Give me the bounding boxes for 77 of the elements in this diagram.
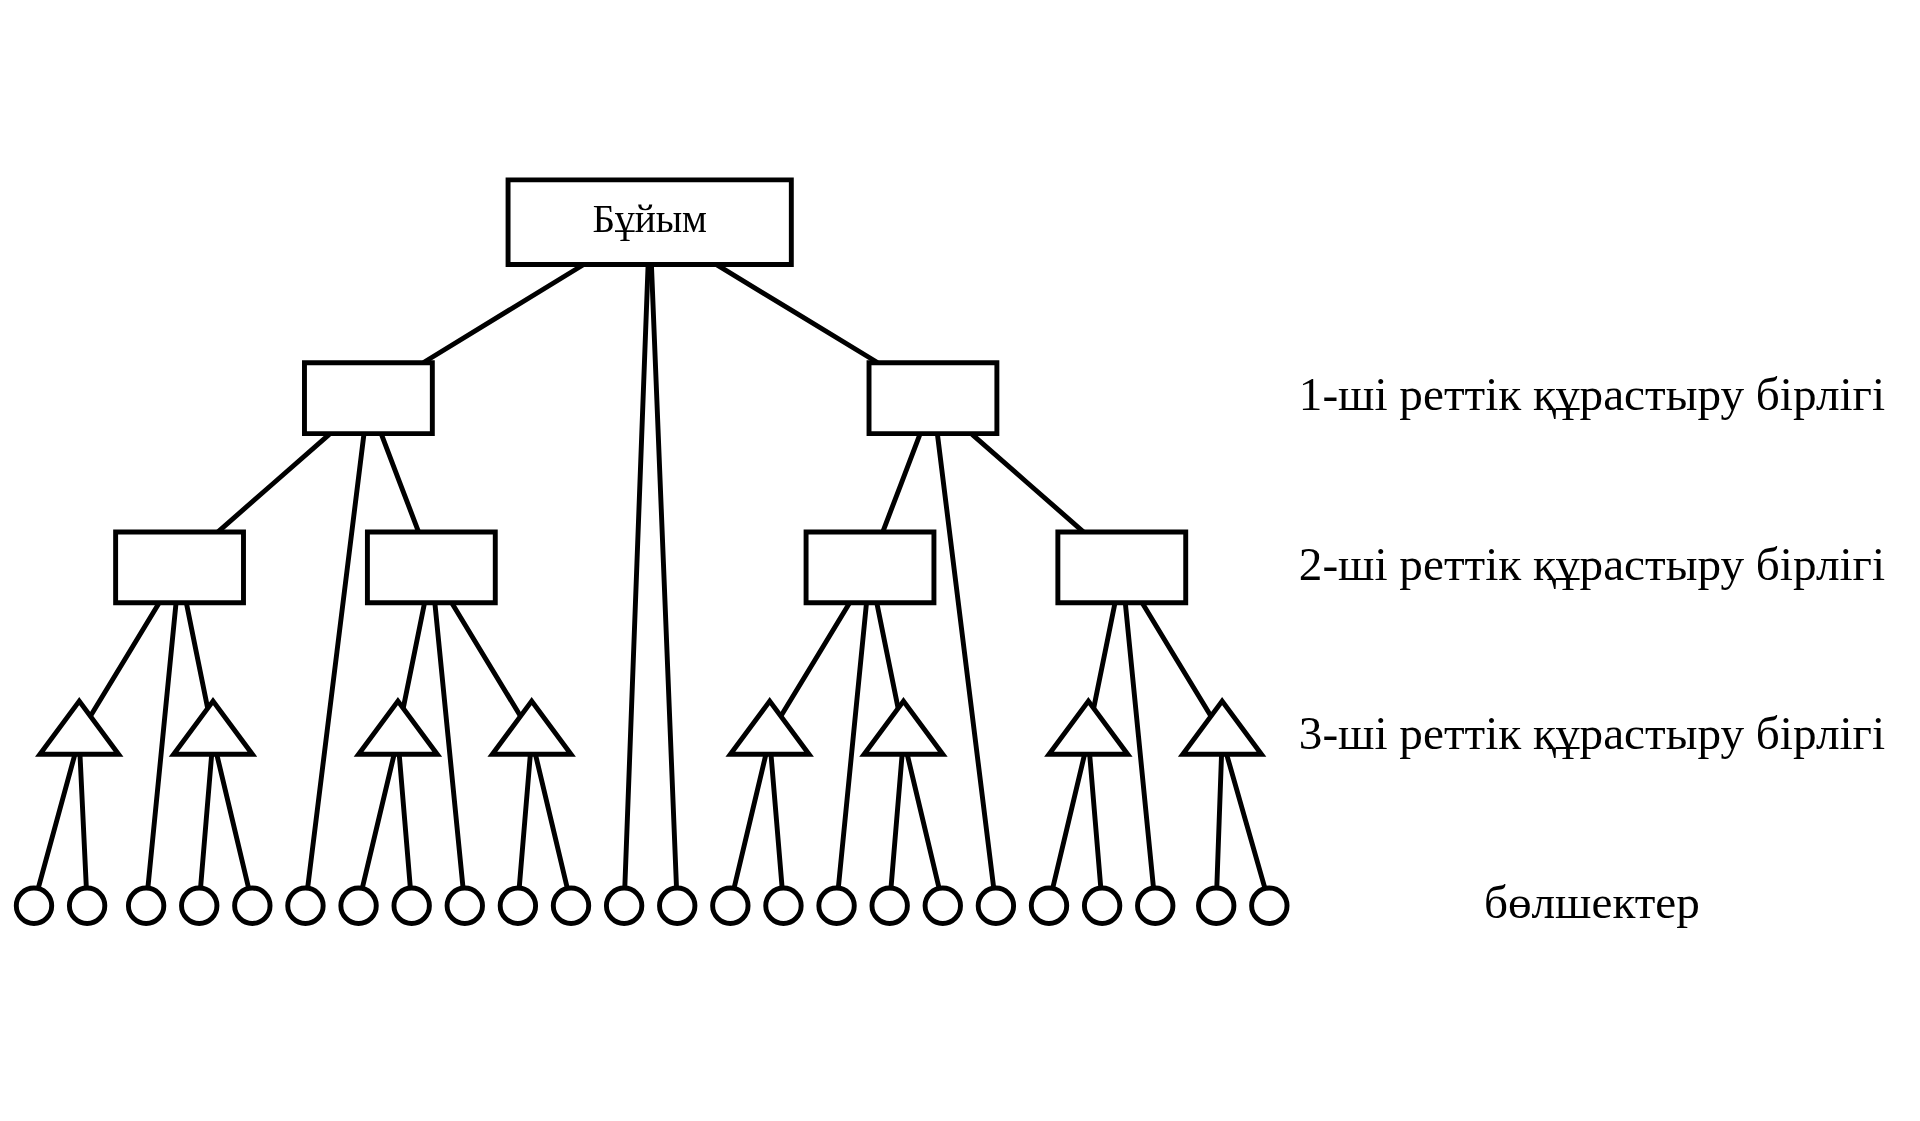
connector [1214,754,1224,888]
node-circle [13,885,55,926]
connector [1140,602,1213,718]
connector [904,753,942,889]
node-circle [497,885,539,926]
connector [731,753,769,889]
node-triangle [487,697,576,757]
connector [214,753,252,889]
connector [874,603,901,709]
connector [1224,753,1268,889]
connector [835,602,869,888]
label: бөлшектер [1483,875,1700,928]
connector [768,754,785,888]
node-circle [179,885,220,926]
connector [198,754,215,888]
connector [145,602,179,888]
node-triangle [859,697,948,757]
connector [450,602,523,718]
node-circle [125,885,167,926]
connector [432,602,466,888]
node-circle [285,885,326,926]
node-box [803,529,937,606]
node-box [1055,529,1189,606]
connector [648,264,679,889]
node-circle [1028,885,1070,926]
connector [516,754,533,888]
connector [35,753,78,889]
node-triangle [353,697,443,757]
node-triangle [35,697,124,757]
node-circle [1081,885,1123,926]
connector [779,602,852,718]
node-circle [391,885,432,926]
node-circle [710,885,751,926]
connector [1122,602,1156,888]
connector [1087,754,1104,888]
connector [379,433,421,533]
node-triangle [168,697,258,757]
node-circle [869,885,910,926]
connector [184,603,211,709]
node-box: Бұйым [505,177,794,267]
connector [888,754,905,888]
connector [934,433,997,889]
connector [1091,603,1118,709]
node-box [113,529,246,606]
node-triangle [1044,697,1133,757]
node-circle [975,885,1017,926]
node-circle [603,885,645,926]
node-box [302,360,435,437]
node-triangle [725,697,814,757]
node-circle [1249,885,1290,926]
connector [533,753,570,889]
node-circle [338,885,379,926]
node-circle [444,885,485,926]
label: 1-ші реттік құрастыру бірлігі [1298,368,1886,421]
node-circle [1135,885,1176,926]
node-circle [763,885,804,926]
connector [305,433,367,889]
node-box [866,360,1000,437]
connector [400,603,427,709]
connector [77,754,89,888]
node-circle [922,885,963,926]
node-circle [66,885,108,926]
connector [1050,753,1087,889]
node-triangle [1177,697,1267,757]
node-circle [816,885,857,926]
node-circle [1196,885,1237,926]
label: 2-ші реттік құрастыру бірлігі [1298,537,1886,590]
node-circle [232,885,273,926]
connector [396,754,413,888]
connector [88,602,161,718]
node-box [364,529,498,606]
node-circle [657,885,698,926]
connector [880,433,923,533]
label: 3-ші реттік құрастыру бірлігі [1298,706,1886,759]
connector [622,264,651,889]
node-circle [550,885,592,926]
connector [359,753,397,889]
